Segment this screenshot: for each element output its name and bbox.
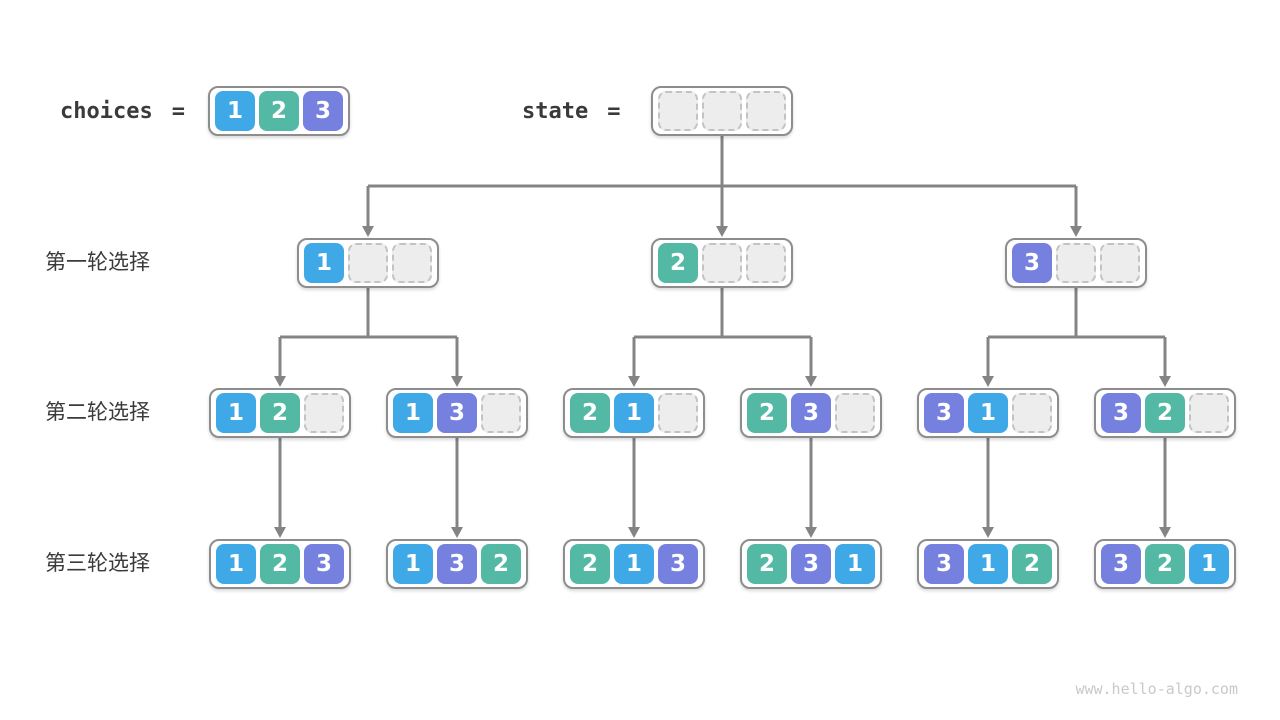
cell-3: 3 <box>791 393 831 433</box>
cell-2: 2 <box>1145 544 1185 584</box>
cell-3: 3 <box>658 544 698 584</box>
cell-3: 3 <box>437 544 477 584</box>
watermark: www.hello-algo.com <box>1075 680 1238 698</box>
cell-1: 1 <box>304 243 344 283</box>
node-round1-2: 2 <box>651 238 793 288</box>
cell-empty <box>702 243 742 283</box>
state-group: state = <box>522 86 620 136</box>
cell-2: 2 <box>658 243 698 283</box>
cell-2: 2 <box>570 393 610 433</box>
cell-3: 3 <box>303 91 343 131</box>
cell-3: 3 <box>1101 544 1141 584</box>
node-round1-1: 1 <box>297 238 439 288</box>
cell-1: 1 <box>968 544 1008 584</box>
node-round1-3: 3 <box>1005 238 1147 288</box>
cell-3: 3 <box>1012 243 1052 283</box>
cell-empty <box>1189 393 1229 433</box>
cell-1: 1 <box>614 544 654 584</box>
cell-empty <box>658 91 698 131</box>
cell-2: 2 <box>260 393 300 433</box>
cell-2: 2 <box>259 91 299 131</box>
state-array <box>651 86 793 136</box>
cell-2: 2 <box>260 544 300 584</box>
cell-1: 1 <box>835 544 875 584</box>
cell-empty <box>348 243 388 283</box>
cell-2: 2 <box>570 544 610 584</box>
cell-3: 3 <box>304 544 344 584</box>
cell-empty <box>1100 243 1140 283</box>
cell-empty <box>702 91 742 131</box>
cell-3: 3 <box>924 393 964 433</box>
cell-empty <box>481 393 521 433</box>
cell-3: 3 <box>924 544 964 584</box>
cell-1: 1 <box>216 393 256 433</box>
cell-empty <box>835 393 875 433</box>
cell-empty <box>304 393 344 433</box>
cell-empty <box>658 393 698 433</box>
cell-2: 2 <box>747 393 787 433</box>
row-label-round-2: 第二轮选择 <box>45 401 150 424</box>
cell-3: 3 <box>791 544 831 584</box>
cell-empty <box>746 243 786 283</box>
cell-2: 2 <box>481 544 521 584</box>
choices-label: choices <box>60 98 153 124</box>
cell-2: 2 <box>747 544 787 584</box>
cell-2: 2 <box>1145 393 1185 433</box>
cell-1: 1 <box>216 544 256 584</box>
cell-1: 1 <box>614 393 654 433</box>
cell-1: 1 <box>393 544 433 584</box>
cell-1: 1 <box>215 91 255 131</box>
cell-empty <box>1012 393 1052 433</box>
cell-1: 1 <box>1189 544 1229 584</box>
cell-3: 3 <box>437 393 477 433</box>
row-label-round-1: 第一轮选择 <box>45 251 150 274</box>
cell-empty <box>1056 243 1096 283</box>
cell-empty <box>392 243 432 283</box>
choices-group: choices = <box>60 86 185 136</box>
cell-1: 1 <box>393 393 433 433</box>
cell-2: 2 <box>1012 544 1052 584</box>
equals-sign: = <box>607 98 621 124</box>
state-label: state <box>522 98 589 124</box>
cell-empty <box>746 91 786 131</box>
cell-1: 1 <box>968 393 1008 433</box>
equals-sign: = <box>171 98 185 124</box>
cell-3: 3 <box>1101 393 1141 433</box>
row-label-round-3: 第三轮选择 <box>45 552 150 575</box>
